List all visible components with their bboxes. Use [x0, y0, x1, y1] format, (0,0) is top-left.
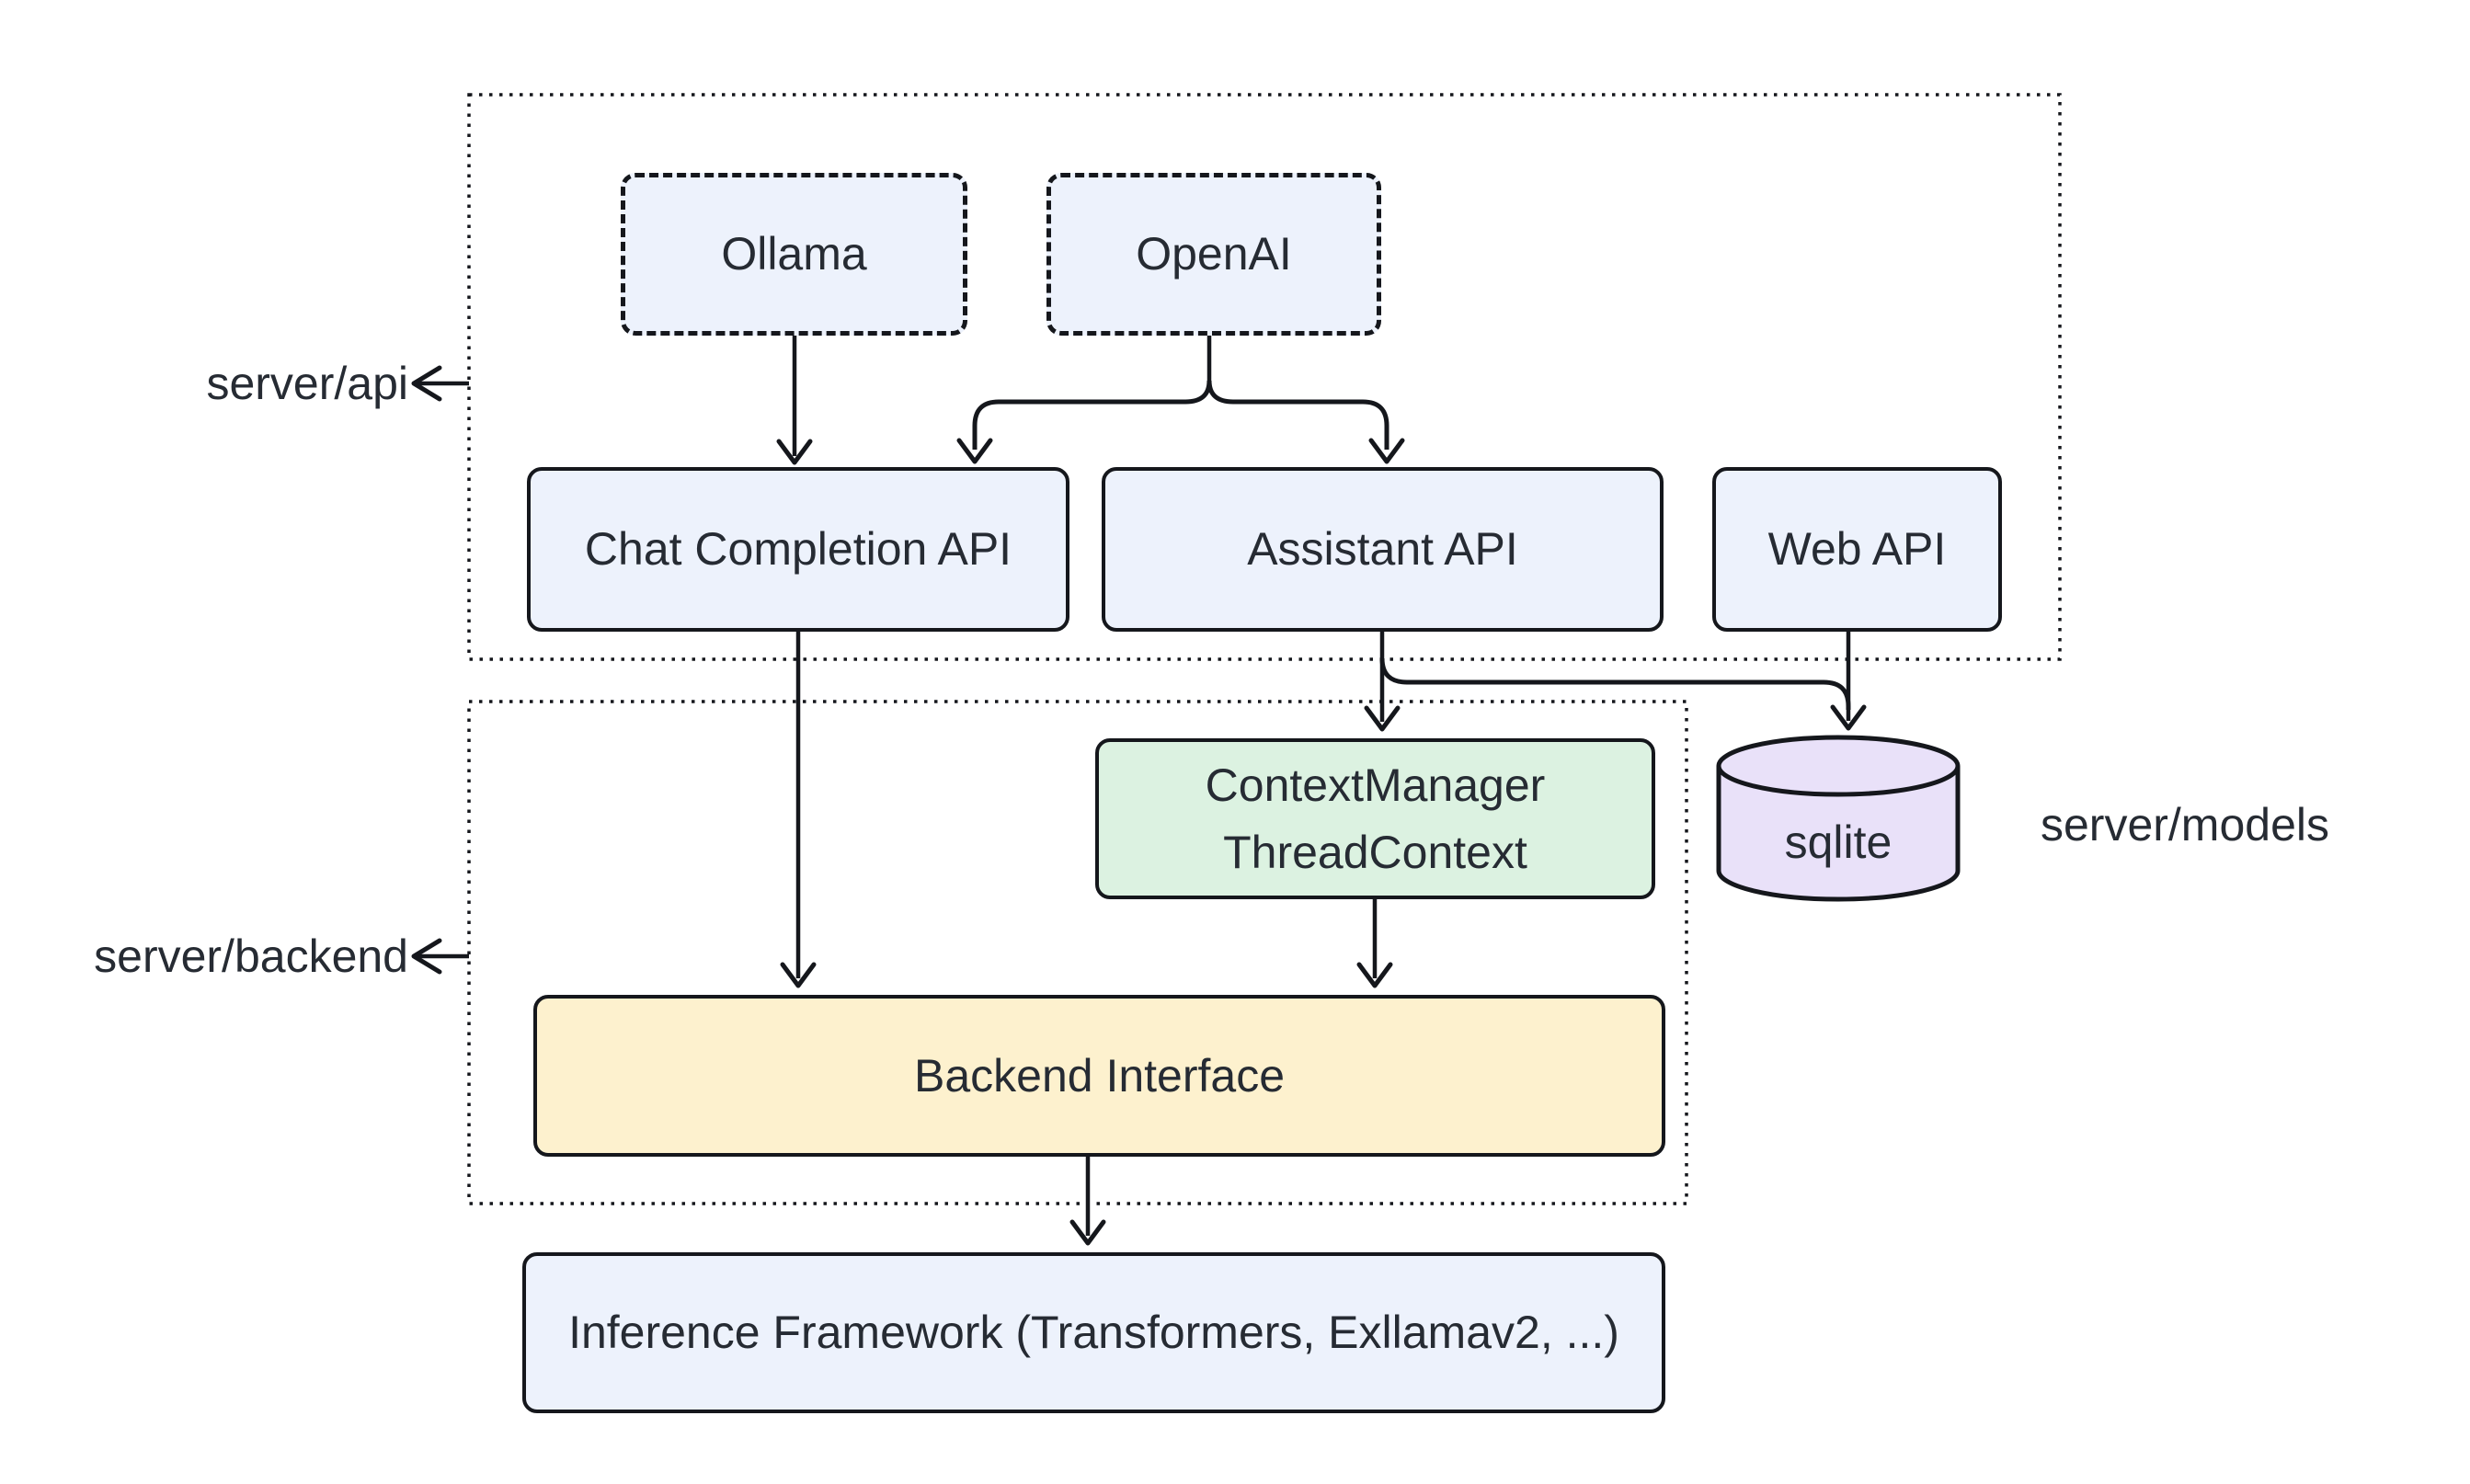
server-backend-label: server/backend — [94, 930, 408, 982]
node-assistant-api: Assistant API — [1102, 467, 1664, 632]
node-web-api-label: Web API — [1767, 523, 1947, 576]
node-assistant-api-label: Assistant API — [1247, 523, 1518, 576]
arrowhead-down-icon — [1830, 704, 1867, 731]
server-api-container — [467, 93, 2062, 661]
arrowhead-down-icon — [1368, 438, 1405, 464]
arrowhead-down-icon — [776, 439, 813, 465]
node-context-manager: ContextManager ThreadContext — [1095, 738, 1655, 899]
node-ollama-label: Ollama — [721, 228, 867, 280]
arrowhead-down-icon — [956, 438, 993, 464]
server-models-label: server/models — [2041, 799, 2329, 850]
arrowhead-down-icon — [1356, 962, 1393, 988]
node-openai-label: OpenAI — [1136, 228, 1292, 280]
arrowhead-left-icon — [411, 938, 442, 975]
node-openai: OpenAI — [1046, 173, 1381, 336]
database-cylinder-icon — [1716, 766, 1961, 902]
arrowhead-down-icon — [1364, 705, 1401, 732]
node-backend-interface: Backend Interface — [533, 995, 1665, 1157]
arrowhead-left-icon — [411, 365, 442, 402]
node-sqlite-label: sqlite — [1784, 816, 1893, 868]
node-ollama: Ollama — [621, 173, 967, 336]
server-backend-container — [467, 700, 1688, 1205]
edge-openai-to-assistant — [1206, 380, 1389, 450]
edge-openai-to-chat-completion — [972, 380, 1212, 450]
node-web-api: Web API — [1712, 467, 2002, 632]
node-backend-interface-label: Backend Interface — [913, 1049, 1286, 1102]
node-chat-completion-api-label: Chat Completion API — [584, 523, 1012, 576]
node-inference-framework: Inference Framework (Transformers, Exlla… — [522, 1252, 1665, 1413]
node-sqlite: sqlite — [1719, 791, 1958, 894]
node-inference-framework-label: Inference Framework (Transformers, Exlla… — [568, 1307, 1619, 1359]
server-api-label: server/api — [206, 358, 408, 409]
arrowhead-down-icon — [780, 962, 817, 988]
database-cylinder-top-icon — [1716, 735, 1961, 797]
node-context-manager-label: ContextManager ThreadContext — [1205, 759, 1546, 878]
node-chat-completion-api: Chat Completion API — [527, 467, 1069, 632]
arrowhead-down-icon — [1069, 1219, 1106, 1246]
